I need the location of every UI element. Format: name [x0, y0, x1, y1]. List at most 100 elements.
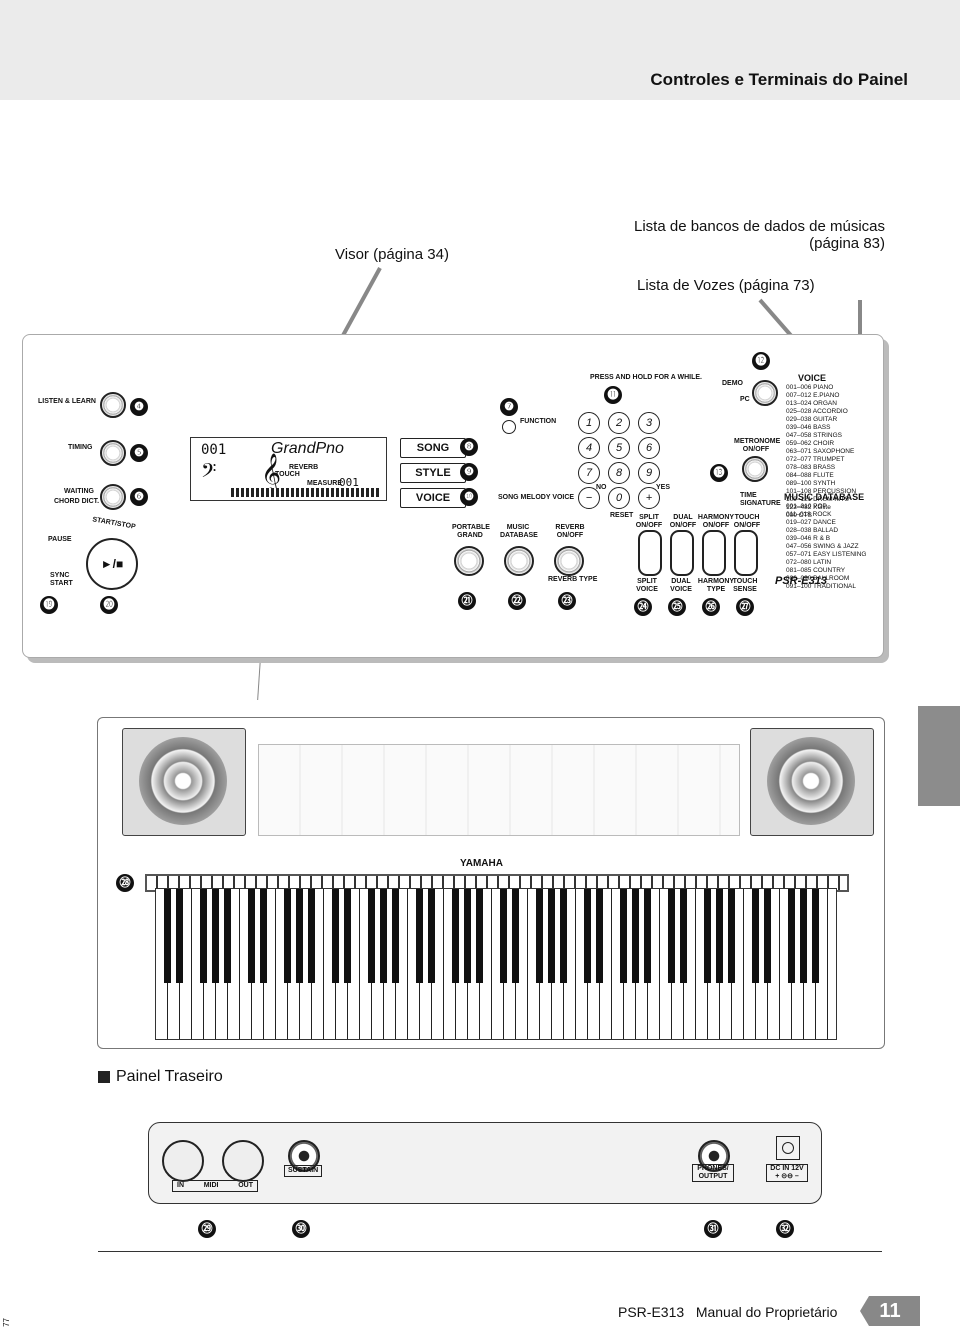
split-voice-label: SPLIT VOICE [636, 578, 658, 593]
midi-out-port[interactable] [222, 1140, 264, 1182]
callout-23: ㉓ [558, 592, 576, 610]
callout-20: ⓴ [100, 596, 118, 614]
num-key-5[interactable]: 5 [608, 437, 630, 459]
timing-label: TIMING [68, 444, 93, 451]
callout-13: ⓭ [710, 464, 728, 482]
music-database-button[interactable] [504, 546, 534, 576]
keybed [155, 888, 837, 1040]
display-reverb: REVERB [289, 464, 319, 471]
chapter-tab [918, 706, 960, 806]
pause-label: PAUSE [48, 536, 72, 543]
touch-sense-label: TOUCH SENSE [732, 578, 758, 593]
display-voice-name: GrandPno [271, 440, 344, 457]
lcd-display: 001 GrandPno 𝄢 𝄞 REVERB TOUCH MEASURE 00… [190, 437, 387, 501]
minus-key[interactable]: − [578, 487, 600, 509]
yes-label: YES [656, 484, 671, 491]
split-button[interactable] [638, 530, 662, 576]
display-measure: MEASURE [307, 480, 343, 487]
harmony-button[interactable] [702, 530, 726, 576]
voice-header: VOICE [798, 373, 827, 383]
callout-28: ㉘ [116, 874, 134, 892]
phones-output-jack[interactable] [698, 1140, 730, 1172]
callout-21: ㉑ [458, 592, 476, 610]
touch-label: TOUCH ON/OFF [733, 514, 761, 529]
listen-learn-label: LISTEN & LEARN [38, 398, 96, 405]
callout-9: ❾ [460, 463, 478, 481]
demo-label: DEMO [722, 380, 743, 387]
callout-10: ❿ [460, 488, 478, 506]
reset-label: RESET [610, 512, 634, 519]
sync-start-label: SYNC START [50, 572, 73, 587]
dc-in-port[interactable] [776, 1136, 800, 1160]
timing-button[interactable] [100, 440, 126, 466]
song-melody-voice-label: SONG MELODY VOICE [498, 494, 575, 501]
num-key-2[interactable]: 2 [608, 412, 630, 434]
callout-11: ⓫ [604, 386, 622, 404]
callout-32: ㉜ [776, 1220, 794, 1238]
midi-in-port[interactable] [162, 1140, 204, 1182]
style-button[interactable]: STYLE [400, 463, 466, 483]
time-signature-label: TIME SIGNATURE [740, 492, 781, 507]
callout-22: ㉒ [508, 592, 526, 610]
reverb-onoff-label: REVERB ON/OFF [555, 524, 585, 539]
press-hold-label: PRESS AND HOLD FOR A WHILE. [590, 374, 702, 381]
phones-output-label: PHONES/ OUTPUT [692, 1164, 734, 1182]
portable-grand-button[interactable] [454, 546, 484, 576]
listen-learn-button[interactable] [100, 392, 126, 418]
treble-clef-icon: 𝄞 [261, 454, 282, 492]
brand-logo: YAMAHA [460, 858, 503, 869]
left-speaker [122, 728, 246, 836]
dual-voice-label: DUAL VOICE [670, 578, 692, 593]
waiting-button[interactable] [100, 484, 126, 510]
callout-31: ㉛ [704, 1220, 722, 1238]
num-key-6[interactable]: 6 [638, 437, 660, 459]
edge-number: 77 [2, 1318, 11, 1327]
portable-grand-label: PORTABLE GRAND [452, 524, 490, 539]
bottom-rule [98, 1251, 882, 1252]
harmony-label: HARMONY ON/OFF [697, 514, 735, 529]
dual-button[interactable] [670, 530, 694, 576]
callout-voice-list: Lista de Vozes (página 73) [637, 277, 815, 294]
mini-control-panel [258, 744, 740, 836]
sustain-jack[interactable] [288, 1140, 320, 1172]
display-number: 001 [201, 442, 227, 458]
num-key-1[interactable]: 1 [578, 412, 600, 434]
callout-4: ❹ [130, 398, 148, 416]
callout-27: ㉗ [736, 598, 754, 616]
display-measure-num: 001 [339, 476, 359, 489]
pc-label: PC [740, 396, 750, 403]
no-label: NO [596, 484, 607, 491]
touch-button[interactable] [734, 530, 758, 576]
clef-icon: 𝄢 [201, 460, 217, 487]
callout-6: ❻ [130, 488, 148, 506]
function-button[interactable] [502, 420, 516, 434]
num-key-4[interactable]: 4 [578, 437, 600, 459]
reverb-button[interactable] [554, 546, 584, 576]
reverb-type-label: REVERB TYPE [548, 576, 598, 583]
demo-button[interactable] [752, 380, 778, 406]
num-key-8[interactable]: 8 [608, 462, 630, 484]
model-logo: PSR-E313 [775, 575, 827, 587]
split-label: SPLIT ON/OFF [635, 514, 663, 529]
song-button[interactable]: SONG [400, 438, 466, 458]
num-key-7[interactable]: 7 [578, 462, 600, 484]
chord-dict-label: CHORD DICT. [54, 498, 100, 505]
page-number: 11 [860, 1296, 920, 1326]
plus-key[interactable]: + [638, 487, 660, 509]
start-stop-button[interactable]: ►/■ [86, 538, 138, 590]
dual-label: DUAL ON/OFF [669, 514, 697, 529]
waiting-label: WAITING [64, 488, 94, 495]
num-key-3[interactable]: 3 [638, 412, 660, 434]
callout-music-db: Lista de bancos de dados de músicas (pág… [634, 218, 885, 252]
callout-8: ❽ [460, 438, 478, 456]
music-db-header: MUSIC DATABASE [784, 492, 865, 502]
callout-24: ㉔ [634, 598, 652, 616]
page-title: Controles e Terminais do Painel [650, 70, 908, 89]
num-key-9[interactable]: 9 [638, 462, 660, 484]
num-key-0[interactable]: 0 [608, 487, 630, 509]
voice-button[interactable]: VOICE [400, 488, 466, 508]
metronome-button[interactable] [742, 456, 768, 482]
metronome-label: METRONOME ON/OFF [734, 438, 781, 453]
